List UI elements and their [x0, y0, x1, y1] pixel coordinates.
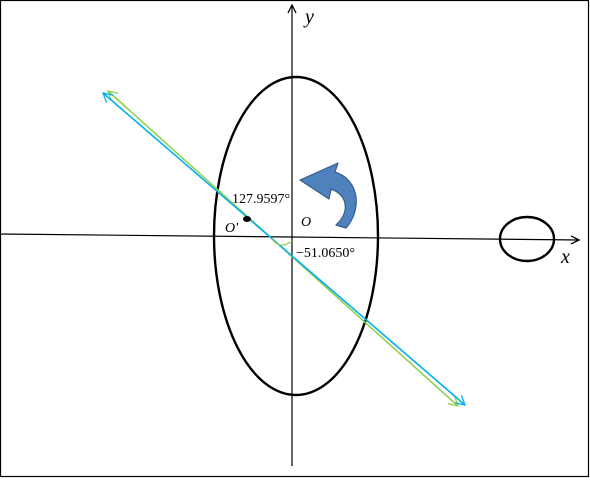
y-axis-label: y: [303, 6, 314, 28]
origin-label: O: [301, 215, 311, 230]
small-ellipse: [498, 215, 556, 263]
origin-dot: [243, 216, 251, 222]
rotation-arrow: [299, 162, 357, 229]
x-axis: [0, 233, 579, 240]
angle-arc: [271, 238, 293, 246]
origin-shifted-label: O′: [225, 221, 239, 236]
angle-negative-label: −51.0650°: [296, 246, 355, 261]
x-axis-label: x: [560, 246, 570, 268]
blue-line: [101, 92, 467, 406]
angle-positive-label: 127.9597°: [232, 192, 290, 207]
